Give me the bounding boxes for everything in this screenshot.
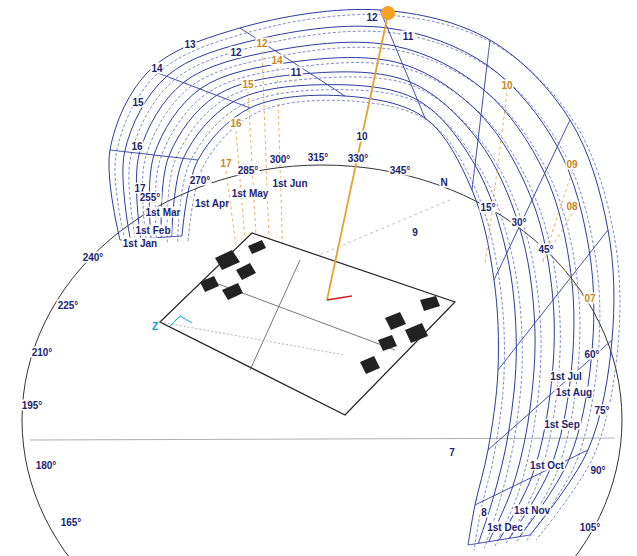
solar-hour-label: 10 <box>500 80 513 91</box>
date-line <box>155 63 560 545</box>
date-line <box>129 31 600 541</box>
building <box>360 356 380 374</box>
sun-path-label: 345° <box>389 165 412 176</box>
sun-path-label: 1st Mar <box>144 207 181 218</box>
hour-line <box>494 120 570 280</box>
sun-path-label: 1st Jul <box>549 371 583 382</box>
sun-path-label: 7 <box>448 447 456 458</box>
sun-path-label: 105° <box>579 522 602 533</box>
sun-position <box>381 6 395 20</box>
sun-path-label: N <box>439 177 448 188</box>
site-plan-road <box>160 322 345 355</box>
solar-hour-label: 17 <box>219 158 232 169</box>
sun-path-label: 1st Jan <box>122 238 158 249</box>
sun-drop-line <box>485 93 507 262</box>
hour-line <box>488 340 612 450</box>
building <box>385 312 406 330</box>
sun-path-label: 1st Oct <box>529 460 565 471</box>
sun-path-label: 300° <box>269 154 292 165</box>
building <box>236 263 256 280</box>
building <box>405 323 428 343</box>
axis-symbol <box>170 316 192 326</box>
sun-path-label: 45° <box>537 244 554 255</box>
sun-path-label: 11 <box>290 67 303 78</box>
site-plan-outline <box>160 233 455 415</box>
sun-path-label: 14 <box>150 63 163 74</box>
date-line <box>115 14 620 540</box>
sun-path-label: 1st Jun <box>271 178 308 189</box>
sun-path-label: 285° <box>237 165 260 176</box>
site-plan <box>160 233 455 415</box>
hour-line <box>468 535 530 545</box>
sun-path-label: 225° <box>57 300 80 311</box>
building <box>420 296 440 311</box>
hour-line <box>150 70 250 108</box>
solar-hour-label: 09 <box>565 159 578 170</box>
sun-path-label: 90° <box>589 465 606 476</box>
sun-ray <box>327 14 388 300</box>
solar-hour-label: 15 <box>241 79 254 90</box>
sun-path-label: 12 <box>365 12 378 23</box>
sun-path-label: 210° <box>31 347 54 358</box>
sun-path-label: 270° <box>189 175 212 186</box>
sun-path-label: 330° <box>347 153 370 164</box>
sun-path-label: 315° <box>307 152 330 163</box>
sun-path-label: 1st Sep <box>543 419 581 430</box>
sun-path-label: 13 <box>183 39 196 50</box>
hour-line <box>110 150 198 160</box>
sun-path-label: 1st Dec <box>486 522 524 533</box>
sun-path-label: 240° <box>82 252 105 263</box>
hour-line <box>498 230 608 370</box>
hour-line <box>472 40 490 190</box>
sun-path-label: 15° <box>479 202 496 213</box>
building <box>248 240 266 254</box>
hour-line <box>240 28 345 96</box>
sun-path-label: 180° <box>35 460 58 471</box>
sun-path-label: 75° <box>593 405 610 416</box>
site-plan-road <box>250 260 300 370</box>
axis-label: Z <box>151 321 159 332</box>
sun-path-label: 11 <box>402 31 415 42</box>
site-plan-road <box>205 279 395 350</box>
sun-path-label: 8 <box>480 507 488 518</box>
building <box>200 276 219 292</box>
sun-path-label: 12 <box>229 47 242 58</box>
sun-path-label: 1st May <box>231 188 270 199</box>
horizon-axis <box>30 438 615 440</box>
sun-path-label: 1st Aug <box>555 387 593 398</box>
building <box>215 250 240 270</box>
sun-path-label: 165° <box>60 517 83 528</box>
sun-path-label: 255° <box>139 192 162 203</box>
sun-drop-line <box>543 214 572 262</box>
sun-path-label: 1st Feb <box>134 225 171 236</box>
sun-path-label: 1st Nov <box>513 505 551 516</box>
sun-path-label: 9 <box>411 227 419 238</box>
solar-hour-label: 08 <box>565 201 578 212</box>
building <box>378 335 397 351</box>
sun-path-label: 16 <box>130 141 143 152</box>
solar-hour-label: 16 <box>229 118 242 129</box>
sun-shadow <box>327 296 352 300</box>
sun-path-grid <box>109 9 620 550</box>
sun-path-label: 30° <box>510 217 527 228</box>
sun-path-label: 15 <box>131 97 144 108</box>
date-line <box>136 42 574 538</box>
horizon-circle <box>22 165 622 556</box>
sun-path-label: 195° <box>21 400 44 411</box>
date-line <box>149 58 554 540</box>
hour-line <box>380 10 425 118</box>
solar-hour-label: 12 <box>255 38 268 49</box>
sun-drop-line <box>277 68 283 262</box>
solar-hour-label: 07 <box>583 293 596 304</box>
date-line <box>123 26 594 536</box>
hour-line <box>475 450 588 505</box>
solar-hour-label: 14 <box>270 55 283 66</box>
sun-path-label: 1st Apr <box>194 198 230 209</box>
building <box>222 283 243 300</box>
sun-path-label: 60° <box>583 349 600 360</box>
sun-path-label: 10 <box>355 131 368 142</box>
